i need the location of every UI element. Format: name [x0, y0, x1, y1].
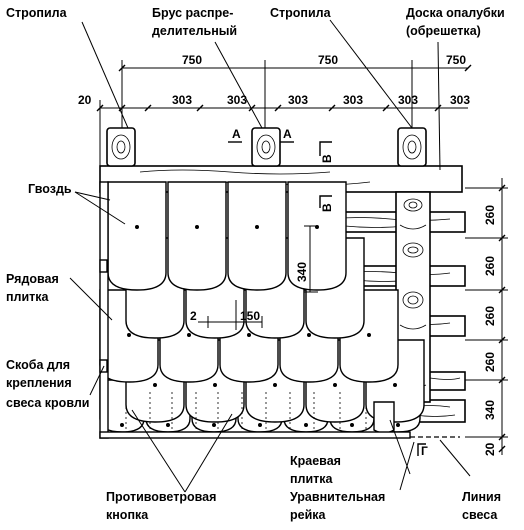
- leader-lines: [69, 19, 471, 493]
- dim-303-3: 303: [288, 93, 308, 107]
- nail-mark: [350, 423, 355, 428]
- label-board-line2: (обрешетка): [406, 24, 481, 38]
- section-a-left: А: [232, 127, 241, 141]
- section-b-top: В: [320, 154, 334, 163]
- nail-mark: [194, 224, 199, 229]
- label-leveling-line1: Уравнительная: [290, 490, 386, 504]
- label-bracket-line2: крепления: [6, 376, 72, 390]
- dim-150: 150: [240, 309, 260, 323]
- label-nail: Гвоздь: [28, 182, 72, 196]
- dim-gap: 2: [190, 309, 197, 323]
- nail-mark: [273, 383, 278, 388]
- dim-303-1: 303: [172, 93, 192, 107]
- edge-tile: [373, 401, 395, 434]
- dim-260-4: 260: [483, 352, 497, 372]
- dim-750-2: 750: [318, 53, 338, 67]
- dim-offset-left: 20: [78, 93, 92, 107]
- bracket-upper: [99, 259, 108, 273]
- label-bracket-line3: свеса кровли: [6, 396, 90, 410]
- label-leveling-line2: рейка: [290, 508, 326, 522]
- section-g: Г: [421, 444, 428, 458]
- label-beam-line1: Брус распре-: [152, 6, 234, 20]
- dim-750-1: 750: [182, 53, 202, 67]
- dim-260-3: 260: [483, 306, 497, 326]
- roof-tile: [167, 181, 227, 291]
- nail-mark: [246, 333, 251, 338]
- dim-20-bottom: 20: [483, 442, 497, 456]
- rafter-sections: [106, 127, 427, 167]
- nail-mark: [393, 383, 398, 388]
- nail-mark: [258, 423, 263, 428]
- dim-303-5: 303: [398, 93, 418, 107]
- section-marks: [228, 141, 426, 456]
- nail-mark: [396, 423, 401, 428]
- nail-mark: [304, 423, 309, 428]
- label-bracket-line1: Скоба для: [6, 358, 71, 372]
- label-edge-tile-line2: плитка: [290, 472, 333, 486]
- rafter-section-grain: [111, 134, 422, 160]
- nail-mark: [333, 383, 338, 388]
- left-edge-board: [99, 181, 109, 439]
- nail-mark: [165, 423, 170, 428]
- leveling-strip: [99, 431, 411, 439]
- nail-mark: [211, 423, 216, 428]
- nail-mark: [367, 333, 372, 338]
- nail-mark: [126, 333, 131, 338]
- dim-303-6: 303: [450, 93, 470, 107]
- section-b-bottom: В: [320, 203, 334, 212]
- roof-tile: [287, 181, 347, 291]
- label-wind-line2: кнопка: [106, 508, 149, 522]
- tiles: [99, 181, 425, 434]
- label-edge-tile-line1: Краевая: [290, 454, 341, 468]
- nail-mark: [119, 423, 124, 428]
- label-rafters-left: Стропила: [6, 6, 67, 20]
- dim-303-4: 303: [343, 93, 363, 107]
- nail-mark: [152, 383, 157, 388]
- dim-260-2: 260: [483, 256, 497, 276]
- dim-303-2: 303: [227, 93, 247, 107]
- nail-mark: [307, 333, 312, 338]
- label-board-line1: Доска опалубки: [406, 6, 505, 20]
- nail-mark: [212, 383, 217, 388]
- nail-mark: [186, 333, 191, 338]
- section-a-right: А: [283, 127, 292, 141]
- label-beam-line2: делительный: [152, 24, 238, 38]
- dim-340-bottom: 340: [483, 400, 497, 420]
- roof-tile: [227, 181, 287, 291]
- label-eave-line1: Линия: [462, 490, 501, 504]
- label-eave-line2: свеса: [462, 508, 498, 522]
- nail-mark: [134, 224, 139, 229]
- dim-750-3: 750: [446, 53, 466, 67]
- label-wind-line1: Противоветровая: [106, 490, 217, 504]
- dim-340-tile: 340: [295, 262, 309, 282]
- label-row-tile-line1: Рядовая: [6, 272, 59, 286]
- dim-260-1: 260: [483, 205, 497, 225]
- label-row-tile-line2: плитка: [6, 290, 49, 304]
- roof-tile: [107, 181, 167, 291]
- label-rafters-right: Стропила: [270, 6, 331, 20]
- nail-mark: [254, 224, 259, 229]
